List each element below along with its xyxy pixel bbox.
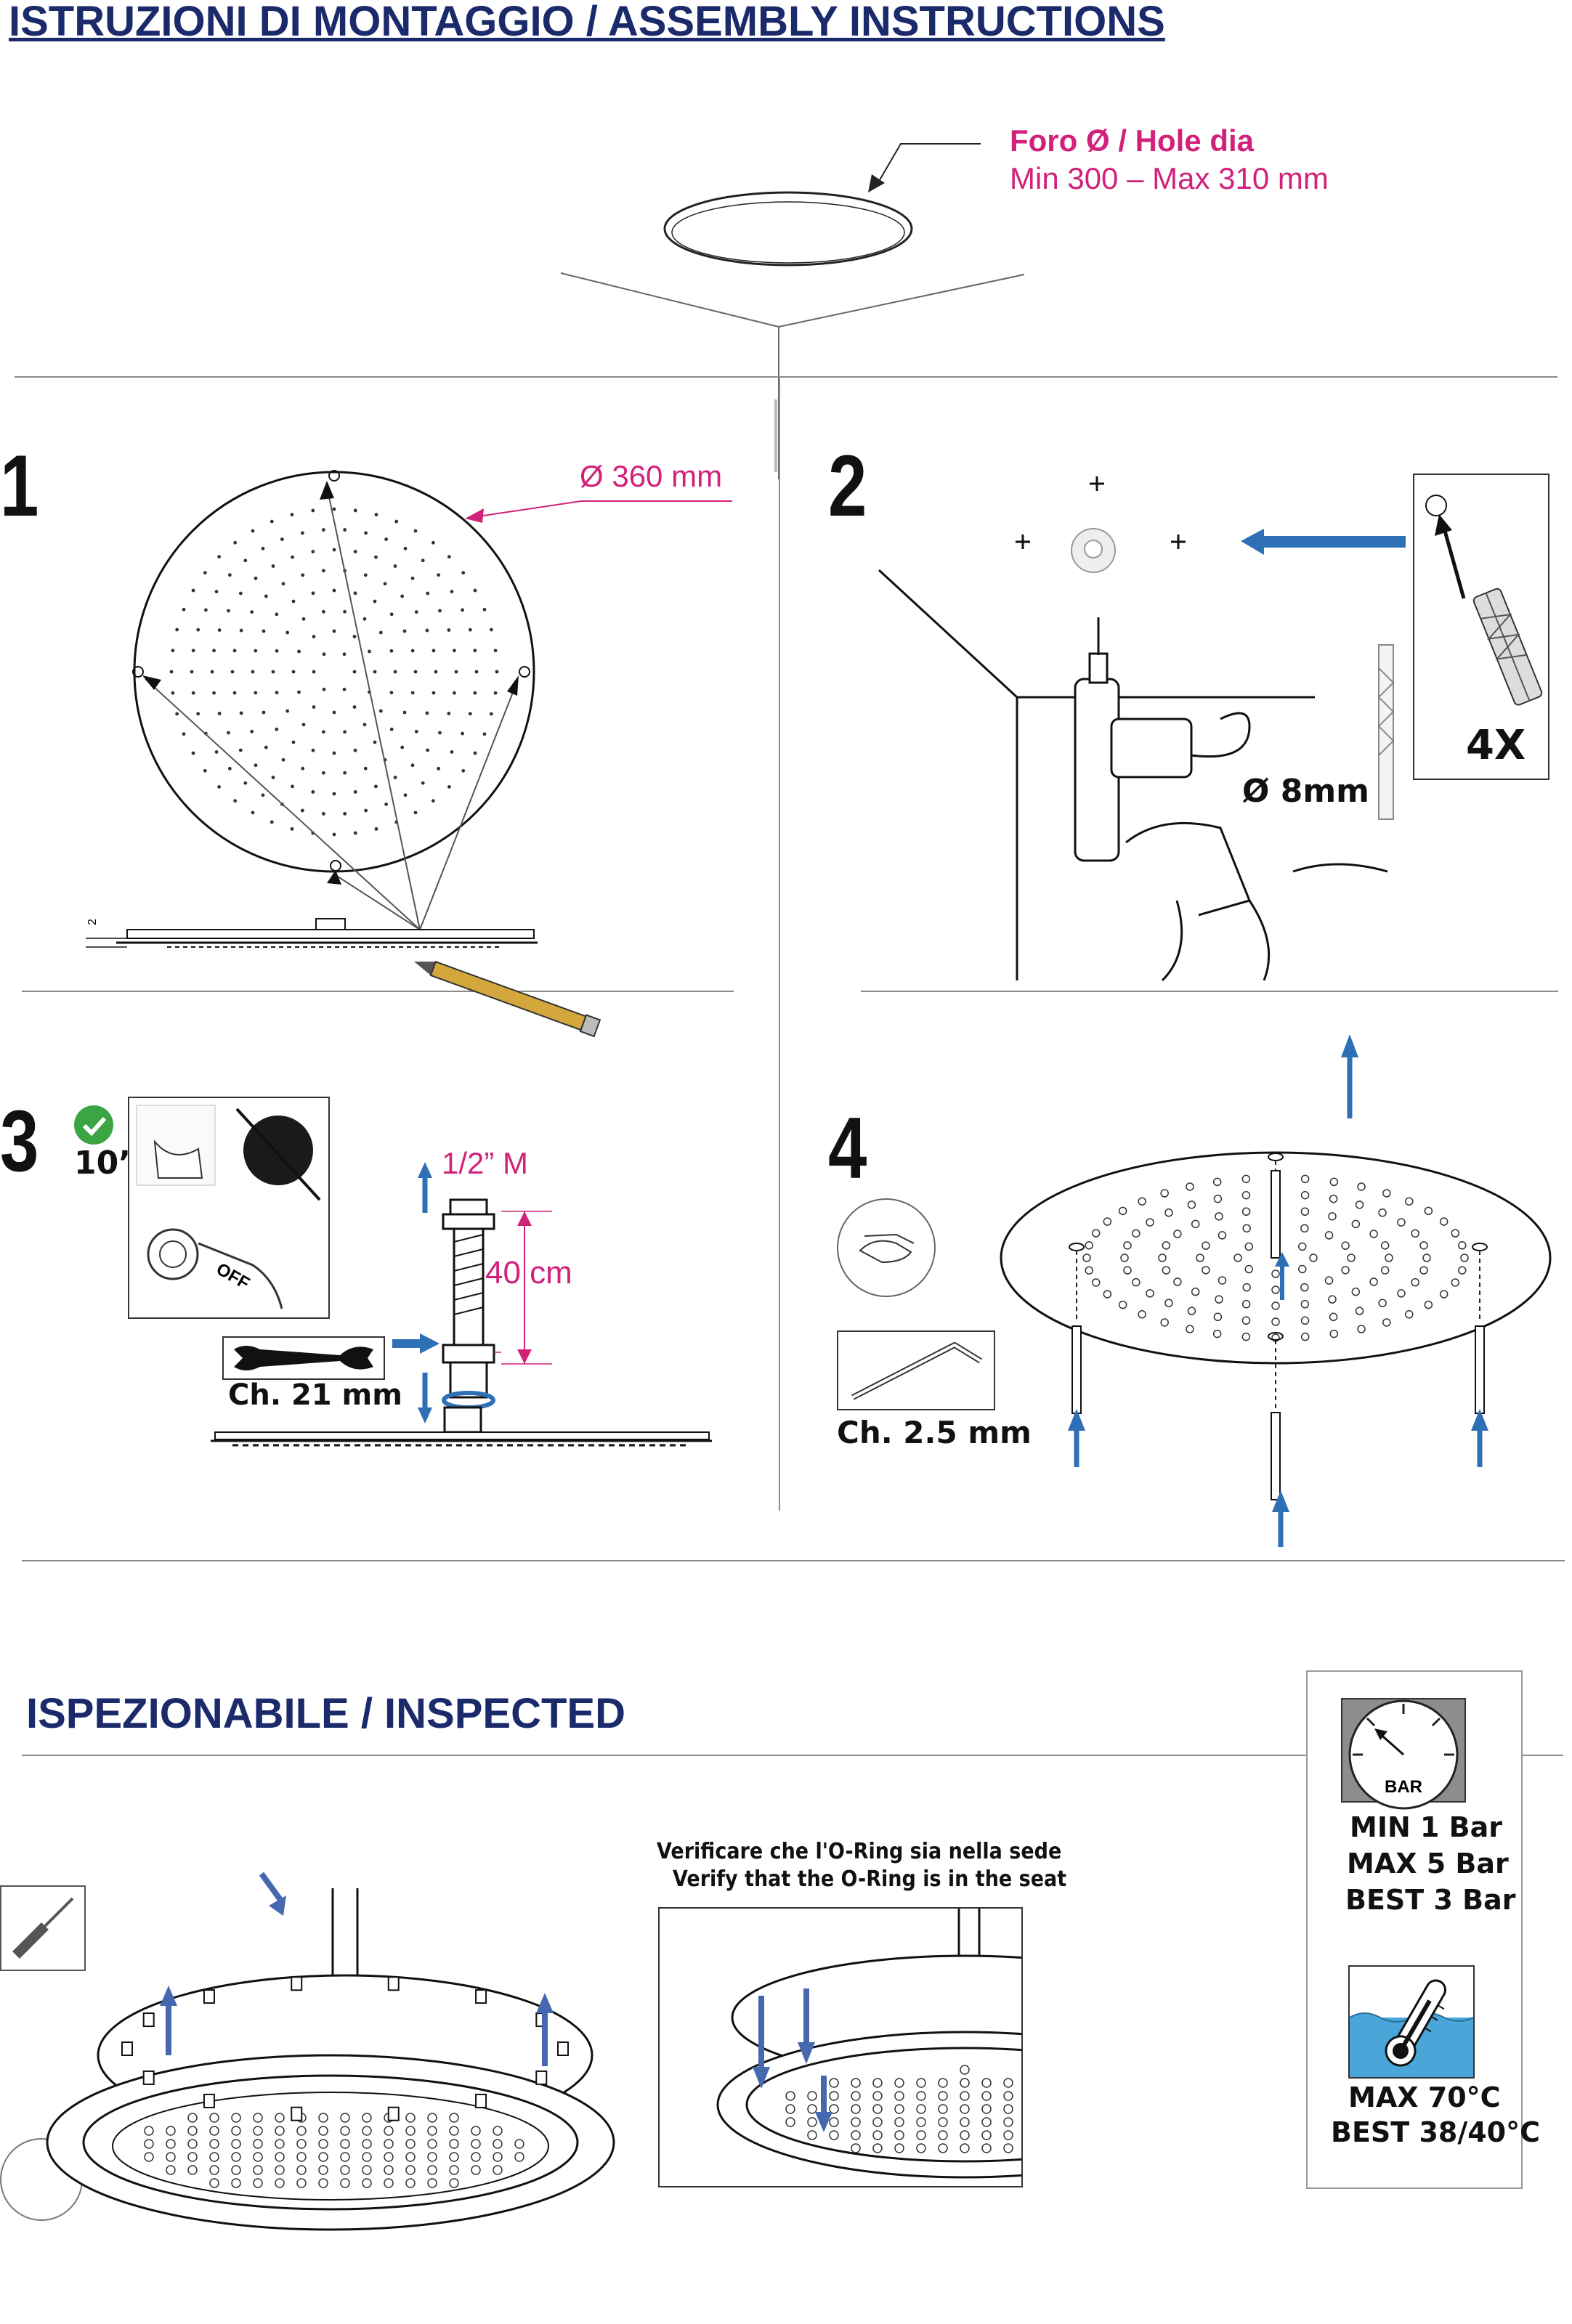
wrench-size: Ch. 21 mm [228, 1378, 402, 1412]
divider-inspected-right [1511, 1755, 1563, 1756]
step-3-number: 3 [0, 1092, 39, 1190]
check-icon [74, 1105, 113, 1145]
step-4-diagram [1000, 1034, 1552, 1547]
thread-size: 1/2” M [442, 1146, 529, 1180]
divider-vertical-accent [774, 399, 777, 472]
anchor-count: 4X [1466, 722, 1526, 769]
offset-label: 2 [86, 919, 99, 925]
anchor-box [1413, 474, 1549, 780]
divider-middle [22, 1560, 1565, 1561]
step-3-diagram [211, 1162, 712, 1447]
step-1-number: 1 [0, 437, 39, 535]
pressure-max: MAX 5 Bar [1347, 1848, 1509, 1880]
drill-size: Ø 8mm [1242, 773, 1370, 810]
oring-detail-box [658, 1907, 1023, 2187]
shower-diameter: Ø 360 mm [580, 459, 723, 493]
step-1-diagram: 2 [86, 470, 732, 1038]
page-title: ISTRUZIONI DI MONTAGGIO / ASSEMBLY INSTR… [9, 0, 1165, 45]
step-4-number: 4 [828, 1100, 867, 1197]
pressure-min: MIN 1 Bar [1350, 1811, 1503, 1843]
divider-top [15, 376, 1557, 378]
step-2-number: 2 [828, 437, 867, 535]
hole-range: Min 300 – Max 310 mm [1010, 161, 1329, 195]
screwdriver-box [0, 1885, 86, 1971]
wrench-box [222, 1336, 385, 1380]
divider-step2 [861, 991, 1558, 992]
pipe-length: 40 cm [485, 1255, 572, 1291]
oring-text-en: Verify that the O-Ring is in the seat [673, 1866, 1067, 1892]
divider-step1 [22, 991, 734, 992]
pressure-best: BEST 3 Bar [1345, 1884, 1516, 1916]
hole-label: Foro Ø / Hole dia [1010, 123, 1255, 158]
divider-inspected [22, 1755, 1308, 1756]
pressure-gauge-box: BAR [1341, 1698, 1466, 1810]
oring-text-it: Verificare che l'O-Ring sia nella sede [657, 1839, 1062, 1864]
gloves-icon [837, 1198, 936, 1297]
thermometer-box [1348, 1965, 1475, 2079]
inspected-diagram-left [46, 1872, 615, 2231]
hex-key-size: Ch. 2.5 mm [837, 1415, 1032, 1450]
temp-best: BEST 38/40°C [1331, 2116, 1540, 2148]
temp-max: MAX 70°C [1348, 2081, 1501, 2113]
wait-time: 10’ [74, 1145, 131, 1182]
inspected-title: ISPEZIONABILE / INSPECTED [26, 1690, 625, 1737]
divider-vertical [779, 378, 780, 1511]
step-2-diagram [878, 476, 1406, 982]
gauge-label: BAR [1385, 1777, 1422, 1797]
water-off-box: OFF [128, 1097, 330, 1319]
hex-key-box [837, 1330, 995, 1410]
